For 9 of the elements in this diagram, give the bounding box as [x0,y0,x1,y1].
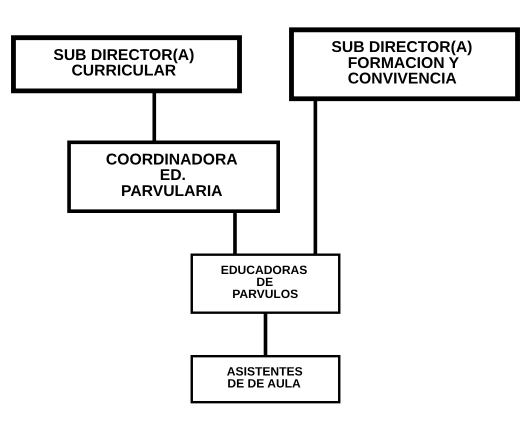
node-box: ASISTENTES DE DE AULA [190,355,340,404]
connector [314,99,318,254]
connector [264,312,268,356]
node-box: EDUCADORAS DE PARVULOS [190,253,340,314]
connector [233,212,237,255]
connector [152,90,156,142]
node-box: SUB DIRECTOR(A) FORMACION Y CONVIVENCIA [289,27,520,102]
node-box: SUB DIRECTOR(A) CURRICULAR [11,35,242,94]
node-box: COORDINADORA ED. PARVULARIA [67,140,280,213]
